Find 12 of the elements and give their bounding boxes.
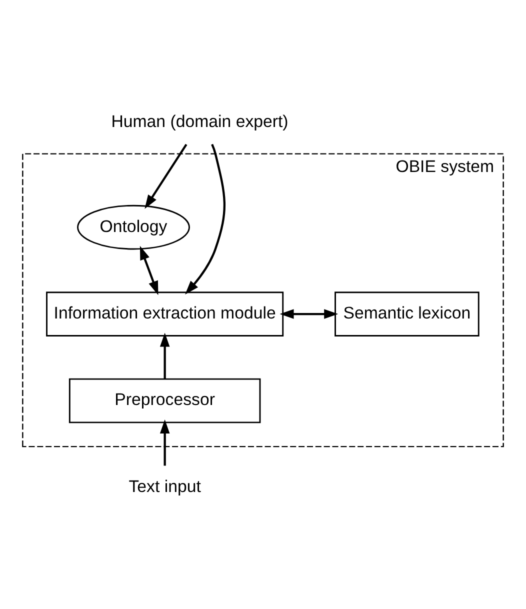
arrow xyxy=(160,332,170,378)
node-ellipse: Ontology xyxy=(77,204,190,250)
node-text: Text input xyxy=(128,476,201,496)
arrow xyxy=(185,143,226,294)
node-box: Information extraction module xyxy=(46,291,284,336)
arrow xyxy=(144,143,188,208)
arrow xyxy=(140,245,158,295)
node-box: Semantic lexicon xyxy=(334,291,480,336)
arrow xyxy=(160,419,170,466)
node-box: Preprocessor xyxy=(68,378,261,423)
arrow xyxy=(280,308,338,318)
node-text: Human (domain expert) xyxy=(111,111,288,130)
